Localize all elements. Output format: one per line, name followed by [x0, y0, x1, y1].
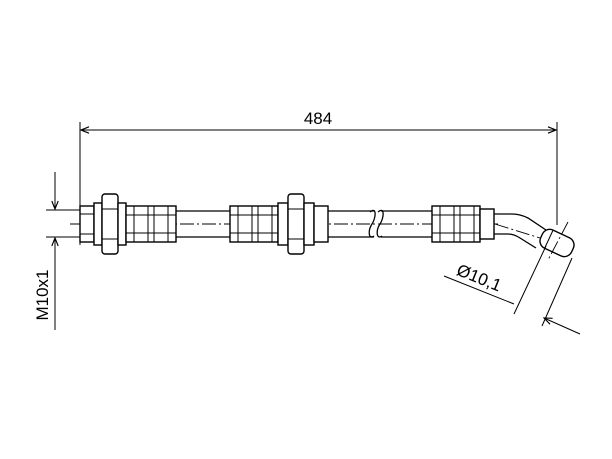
diameter-extension-right: [541, 257, 573, 327]
diameter-leader: [443, 275, 515, 305]
middle-bracket: [277, 193, 329, 255]
thread-label: M10x1: [33, 269, 52, 320]
break-mark-left: [368, 209, 376, 238]
length-label: 484: [304, 109, 332, 128]
diameter-arrow: [544, 318, 581, 335]
left-hex-nut: [101, 193, 119, 255]
left-thread-end: [79, 205, 95, 243]
diameter-extension-left: [513, 245, 547, 315]
right-bent-tube: [494, 213, 575, 261]
right-crimp-sleeve: [431, 205, 495, 243]
break-mark-right: [376, 209, 384, 238]
diameter-dimension: Ø10,1: [443, 245, 581, 335]
hose-body: [176, 209, 432, 238]
thread-dimension: M10x1: [33, 172, 82, 330]
left-fitting: [79, 193, 177, 255]
middle-crimp-sleeve: [229, 205, 279, 243]
